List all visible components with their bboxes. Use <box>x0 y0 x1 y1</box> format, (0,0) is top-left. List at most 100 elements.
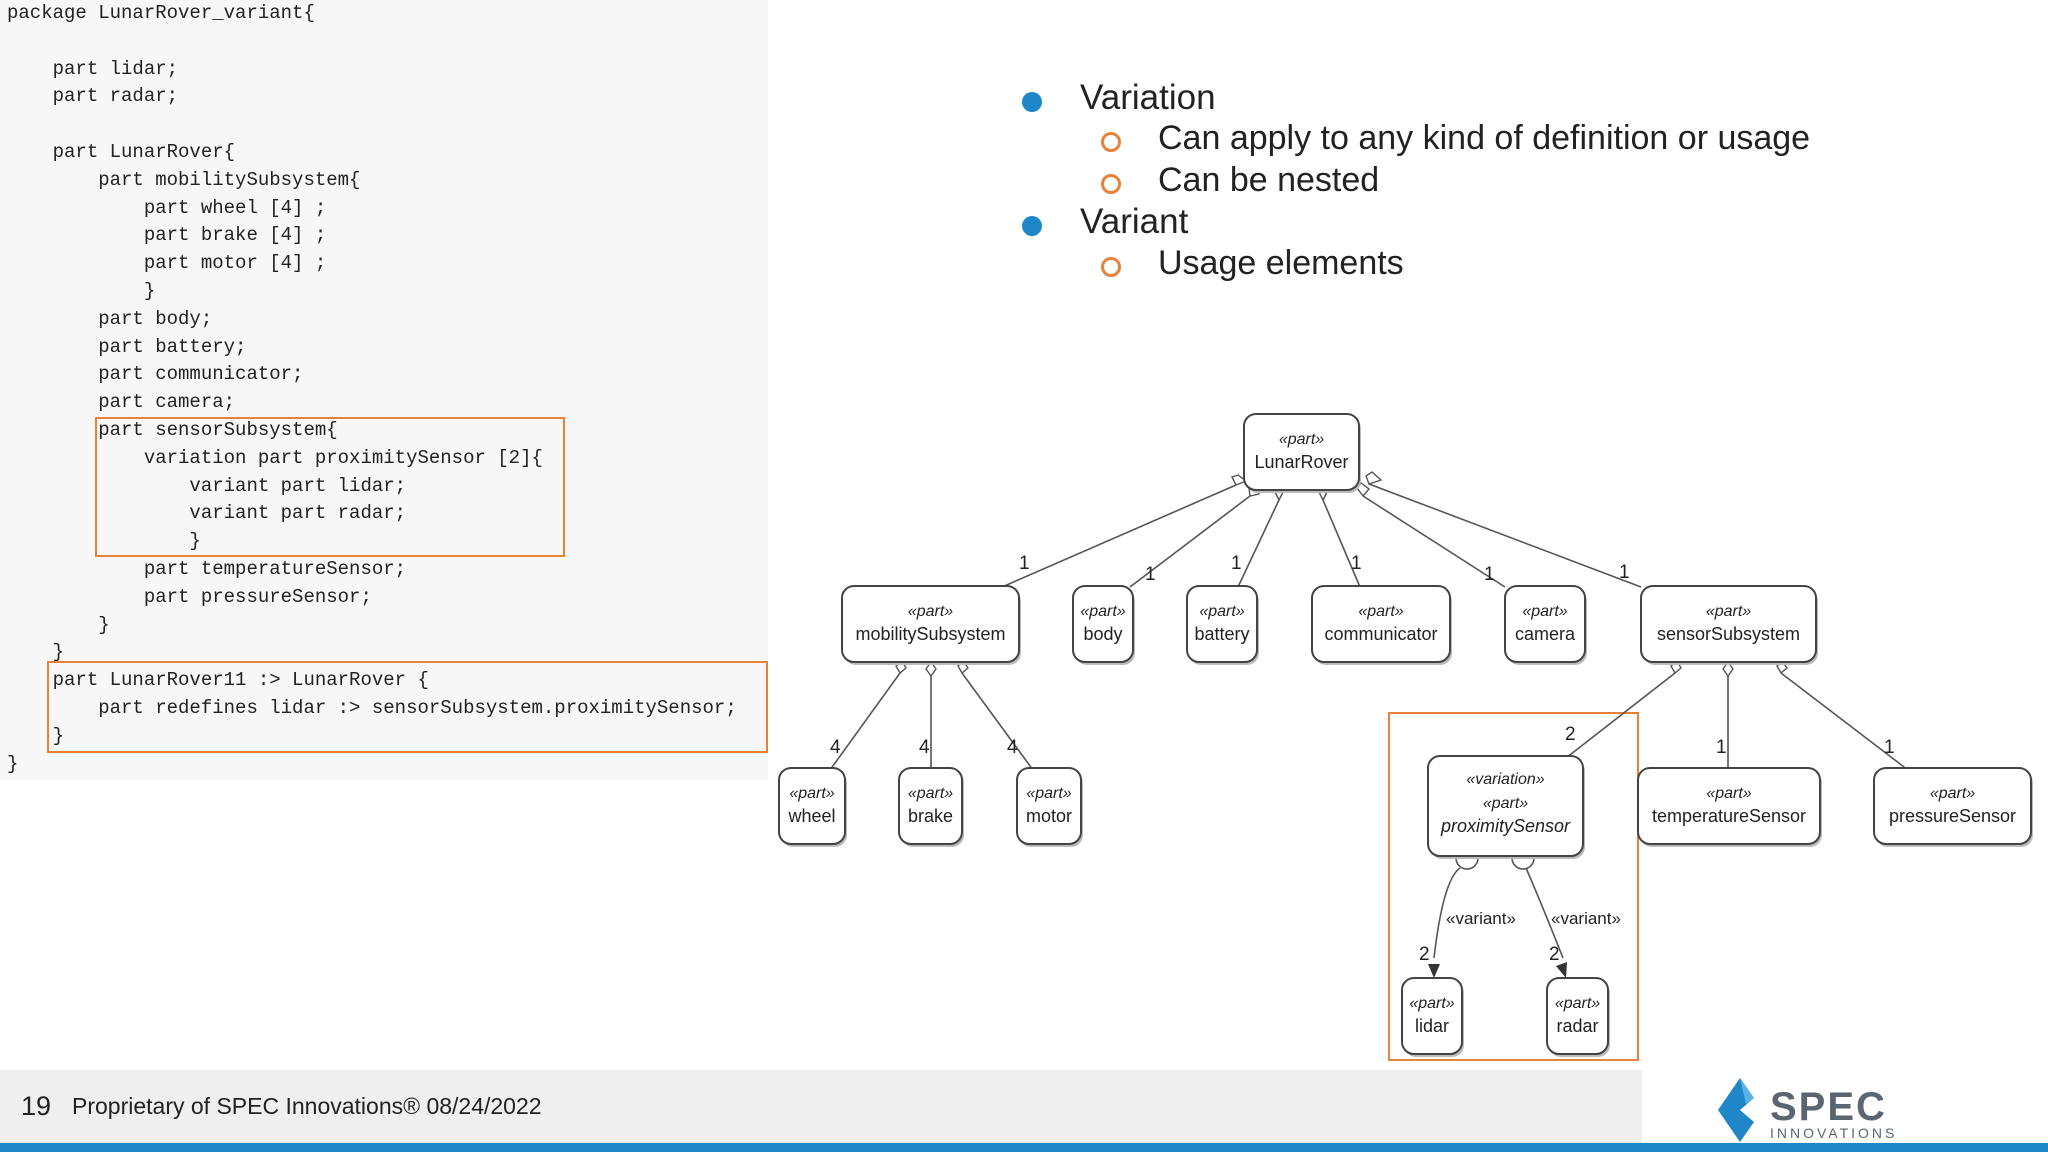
node-stereotype: «variation» <box>1466 771 1544 788</box>
node-name: brake <box>908 806 953 826</box>
footer-copyright: Proprietary of SPEC Innovations® 08/24/2… <box>72 1093 542 1119</box>
node-wheel: «part»wheel <box>778 767 847 847</box>
edge-lunarrover-sensorsubsystem <box>1368 483 1642 588</box>
edge-lunarrover-camera <box>1362 495 1506 588</box>
node-stereotype: «part» <box>908 785 953 802</box>
logo-text: SPEC <box>1770 1085 1887 1129</box>
mult-radar: 2 <box>1549 944 1560 965</box>
node-name: LunarRover <box>1254 452 1348 472</box>
node-name: body <box>1083 624 1122 644</box>
node-sensorSubsystem: «part» sensorSubsystem <box>1640 585 1818 665</box>
footer-bar <box>0 1070 1642 1152</box>
node-box <box>1243 413 1360 491</box>
node-box <box>1546 977 1609 1055</box>
mult-battery: 1 <box>1231 553 1242 574</box>
node-stereotype: «part» <box>1555 995 1600 1012</box>
node-stereotype: «part» <box>1409 995 1454 1012</box>
node-battery: «part» battery <box>1186 585 1259 665</box>
node-body: «part»body <box>1072 585 1135 665</box>
edge-lunarrover-mobility <box>1001 484 1237 588</box>
mult-wheel: 4 <box>830 737 841 758</box>
node-stereotype: «part» <box>1483 795 1528 812</box>
mult-body: 1 <box>1145 564 1156 585</box>
bullet-dot-icon <box>1022 216 1042 236</box>
node-box <box>1311 585 1451 663</box>
edge-mobility-motor <box>961 672 1034 771</box>
node-name: mobilitySubsystem <box>855 624 1005 644</box>
node-motor: «part»motor <box>1016 767 1083 847</box>
node-name: temperatureSensor <box>1652 806 1806 826</box>
node-box <box>1640 585 1817 663</box>
node-camera: «part» camera <box>1504 585 1587 665</box>
edge-lunarrover-body <box>1129 495 1251 588</box>
node-radar: «part»radar <box>1546 977 1610 1057</box>
node-stereotype: «part» <box>908 603 953 620</box>
bullet-text: Variant <box>1080 202 1189 241</box>
node-box <box>1401 977 1463 1055</box>
node-brake: «part» brake <box>898 767 964 847</box>
bottom-stripe <box>0 1143 2048 1152</box>
node-box <box>1016 767 1082 845</box>
node-box <box>898 767 963 845</box>
nodes-layer: «part»LunarRover«part»mobilitySubsystem«… <box>778 413 2033 1057</box>
node-box <box>1072 585 1134 663</box>
node-pressureSensor: «part» pressureSensor <box>1873 767 2033 847</box>
node-stereotype: «part» <box>1706 785 1751 802</box>
node-lunarRover: «part» LunarRover <box>1243 413 1361 493</box>
node-stereotype: «part» <box>1199 603 1244 620</box>
edge-proximity-lidar <box>1433 867 1461 959</box>
bullet-text: Usage elements <box>1158 244 1404 282</box>
edge-lunarrover-battery <box>1237 499 1280 588</box>
edge-sensor-pressure <box>1780 672 1909 771</box>
bullet-text: Can be nested <box>1158 161 1380 199</box>
node-stereotype: «part» <box>1930 785 1975 802</box>
mult-brake: 4 <box>919 737 930 758</box>
node-communicator: «part» communicator <box>1311 585 1452 665</box>
node-box <box>1873 767 2032 845</box>
node-name: communicator <box>1324 624 1437 644</box>
edge-mobility-wheel <box>829 672 901 771</box>
bullet-text: Can apply to any kind of definition or u… <box>1158 119 1811 157</box>
part-tree-diagram: «part»LunarRover«part»mobilitySubsystem«… <box>778 413 2033 1061</box>
node-mobilitySubsystem: «part» mobilitySubsystem <box>841 585 1021 665</box>
variation-arcs <box>1455 857 1535 870</box>
node-proximitySensor: «variation»«part»proximitySensor <box>1427 755 1585 859</box>
mult-camera: 1 <box>1484 564 1495 585</box>
mult-pressure: 1 <box>1884 737 1895 758</box>
edge-sensor-proximity <box>1565 672 1676 759</box>
code-panel: package LunarRover_variant{ part lidar; … <box>0 0 768 780</box>
mult-motor: 4 <box>1007 737 1018 758</box>
node-stereotype: «part» <box>1026 785 1071 802</box>
node-name: battery <box>1194 624 1249 644</box>
node-stereotype: «part» <box>1358 603 1403 620</box>
node-name: camera <box>1515 624 1576 644</box>
mult-temperature: 1 <box>1716 737 1727 758</box>
logo-mark-icon <box>1718 1078 1754 1142</box>
logo-subtext: INNOVATIONS <box>1770 1125 1897 1141</box>
node-box <box>1504 585 1586 663</box>
connectors <box>829 483 1909 959</box>
node-name: sensorSubsystem <box>1657 624 1800 644</box>
bullet-ring-icon <box>1101 132 1121 152</box>
sensor-subsystem-highlight-box <box>95 417 565 557</box>
node-stereotype: «part» <box>1279 431 1324 448</box>
node-stereotype: «part» <box>1522 603 1567 620</box>
code-listing: package LunarRover_variant{ part lidar; … <box>7 2 737 775</box>
mult-sensorsubsystem: 1 <box>1619 562 1630 583</box>
node-name: pressureSensor <box>1889 806 2016 826</box>
node-stereotype: «part» <box>1706 603 1751 620</box>
node-box <box>841 585 1020 663</box>
bullet-text: Variation <box>1080 78 1216 117</box>
mult-proximity: 2 <box>1565 724 1576 745</box>
bullet-ring-icon <box>1101 257 1121 277</box>
mult-lidar: 2 <box>1419 944 1430 965</box>
lunarrover11-highlight-box <box>47 661 768 753</box>
variant-label-radar: «variant» <box>1551 909 1621 928</box>
node-box <box>778 767 846 845</box>
mult-mobility: 1 <box>1019 553 1030 574</box>
node-lidar: «part»lidar <box>1401 977 1464 1057</box>
variant-arrowheads <box>1428 962 1567 978</box>
node-box <box>1186 585 1258 663</box>
node-stereotype: «part» <box>789 785 834 802</box>
multiplicity-labels: 1 1 1 1 1 1 4 4 4 2 1 1 2 2 «variant» «v… <box>830 553 1895 965</box>
